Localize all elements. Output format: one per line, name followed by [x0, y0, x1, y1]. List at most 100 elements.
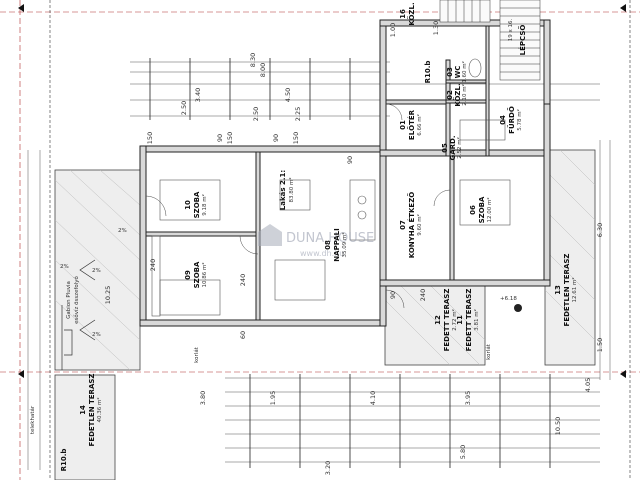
svg-text:4.50: 4.50: [284, 88, 292, 102]
tick-marks: [149, 58, 551, 468]
axis-marker-icon: [620, 370, 626, 378]
svg-text:40.36 m²: 40.36 m²: [96, 397, 103, 422]
telekhatar-label: telekhatár: [29, 405, 36, 434]
svg-text:10.25: 10.25: [104, 286, 112, 305]
svg-text:240: 240: [149, 259, 157, 271]
svg-text:1.95: 1.95: [269, 391, 277, 405]
apartment-label: Lakás 2.1: 83.80 m²: [279, 170, 295, 211]
svg-text:9.18 m²: 9.18 m²: [201, 194, 208, 216]
room-furdo: 04 FÜRDŐ 5.78 m²: [499, 106, 523, 134]
room-konyha: 07 KONYHA ÉTKEZŐ 9.60 m²: [399, 192, 423, 259]
room-fedetlen13: 13 FEDETLEN TERASZ 12.61 m²: [554, 254, 578, 327]
svg-text:4.10: 4.10: [369, 391, 377, 405]
r10b-top-label: R10.b: [424, 61, 432, 84]
svg-text:1.50: 1.50: [596, 338, 604, 352]
walls: [139, 19, 551, 327]
svg-text:16: 16: [399, 9, 407, 19]
dimension-texts: 8.30 8.00 2.50 3.40 4.50 2.25 2.50 1.00 …: [104, 21, 604, 475]
svg-text:2.50: 2.50: [252, 107, 260, 121]
room-nappali: 08 NAPPALI 35.09 m²: [324, 228, 348, 261]
svg-text:90: 90: [389, 291, 397, 299]
svg-text:2.72 m²: 2.72 m²: [451, 309, 458, 331]
svg-text:35.09 m²: 35.09 m²: [341, 232, 348, 257]
terrace-fill: [54, 149, 596, 480]
svg-text:ELŐTÉR: ELŐTÉR: [407, 109, 416, 140]
dimension-lines: [27, 61, 611, 470]
svg-text:90: 90: [216, 134, 224, 142]
svg-text:3.20: 3.20: [324, 461, 332, 475]
slope-label: 2%: [92, 332, 101, 338]
svg-text:3.81 m²: 3.81 m²: [473, 309, 480, 331]
room-wc: 03 WC 1.60 m²: [446, 61, 468, 83]
axis-marker-icon: [18, 370, 24, 378]
svg-text:korlát: korlát: [193, 346, 200, 363]
svg-text:05: 05: [441, 143, 449, 153]
gabion-label: Gabion Pluvia esővíz összefolyó: [66, 275, 80, 323]
svg-text:WC: WC: [454, 66, 462, 79]
svg-text:1.00: 1.00: [389, 23, 397, 37]
room-eloter: 01 ELŐTÉR 6.66 m²: [399, 109, 423, 140]
svg-text:03: 03: [446, 67, 454, 77]
svg-text:8.30: 8.30: [249, 53, 257, 67]
svg-text:Lakás 2.1:: Lakás 2.1:: [279, 170, 287, 211]
svg-text:esővíz összefolyó: esővíz összefolyó: [73, 275, 80, 323]
svg-text:09: 09: [184, 270, 192, 280]
axis-marker-icon: [18, 4, 24, 12]
svg-text:2.50: 2.50: [180, 101, 188, 115]
svg-text:02: 02: [446, 90, 454, 100]
room-szoba06: 06 SZOBA 12.00 m²: [469, 196, 493, 223]
svg-text:korlát: korlát: [485, 343, 492, 360]
svg-text:FEDETT TERASZ: FEDETT TERASZ: [443, 289, 451, 352]
svg-text:12: 12: [434, 315, 442, 325]
svg-text:83.80 m²: 83.80 m²: [288, 177, 295, 202]
svg-text:LÉPCSŐ: LÉPCSŐ: [518, 25, 527, 56]
svg-text:1.30: 1.30: [432, 21, 440, 35]
svg-text:1.60 m²: 1.60 m²: [461, 61, 468, 83]
svg-text:06: 06: [469, 205, 477, 215]
svg-text:KONYHA ÉTKEZŐ: KONYHA ÉTKEZŐ: [407, 192, 416, 259]
room-szoba09: 09 SZOBA 10.86 m²: [184, 261, 208, 288]
svg-text:10: 10: [184, 200, 192, 210]
door-swings: [145, 103, 451, 309]
svg-text:01: 01: [399, 120, 407, 130]
watermark-brand: DUNA HOUSE: [286, 231, 374, 246]
svg-text:10.86 m²: 10.86 m²: [201, 262, 208, 287]
svg-text:60: 60: [239, 331, 247, 339]
svg-text:R10.b: R10.b: [60, 449, 68, 472]
room-kozl16: 16 KÖZL.: [399, 2, 416, 25]
svg-text:FEDETLEN TERASZ: FEDETLEN TERASZ: [563, 254, 571, 327]
watermark: DUNA HOUSE www.dh.hu: [258, 224, 374, 258]
svg-text:SZOBA: SZOBA: [193, 191, 201, 218]
svg-text:KÖZL.: KÖZL.: [453, 83, 462, 106]
svg-text:R10.b: R10.b: [424, 61, 432, 84]
room-fedetlen14: 14 FEDETLEN TERASZ 40.36 m²: [79, 374, 103, 447]
svg-text:19 x 16.: 19 x 16.: [508, 19, 514, 42]
svg-text:KÖZL.: KÖZL.: [407, 2, 416, 25]
svg-text:SZOBA: SZOBA: [478, 196, 486, 223]
svg-text:240: 240: [419, 289, 427, 301]
svg-text:GARD.: GARD.: [449, 135, 457, 160]
room-fedett12: 12 FEDETT TERASZ 2.72 m²: [434, 289, 458, 352]
svg-text:4.05: 4.05: [584, 378, 592, 392]
svg-text:8.00: 8.00: [259, 63, 267, 77]
level-label: +6.18: [500, 296, 517, 302]
svg-text:150: 150: [292, 132, 300, 144]
watermark-url: www.dh.hu: [300, 249, 344, 258]
room-kozl02: 02 KÖZL. 2.10 m²: [446, 83, 468, 106]
slope-label: 2%: [92, 268, 101, 274]
slope-marks: [61, 259, 96, 370]
svg-text:90: 90: [272, 134, 280, 142]
svg-text:2.52 m²: 2.52 m²: [456, 137, 463, 159]
svg-text:90: 90: [346, 156, 354, 164]
svg-text:FÜRDŐ: FÜRDŐ: [507, 106, 516, 134]
svg-text:12.00 m²: 12.00 m²: [486, 197, 493, 222]
svg-text:FEDETLEN TERASZ: FEDETLEN TERASZ: [88, 374, 96, 447]
svg-text:6.66 m²: 6.66 m²: [416, 114, 423, 136]
axis-marker-icon: [620, 4, 626, 12]
svg-text:9.60 m²: 9.60 m²: [416, 214, 423, 236]
svg-text:13: 13: [554, 285, 562, 295]
level-marker: [514, 304, 522, 312]
svg-text:10.50: 10.50: [554, 417, 562, 436]
korlat-label-right: korlát: [485, 343, 492, 360]
